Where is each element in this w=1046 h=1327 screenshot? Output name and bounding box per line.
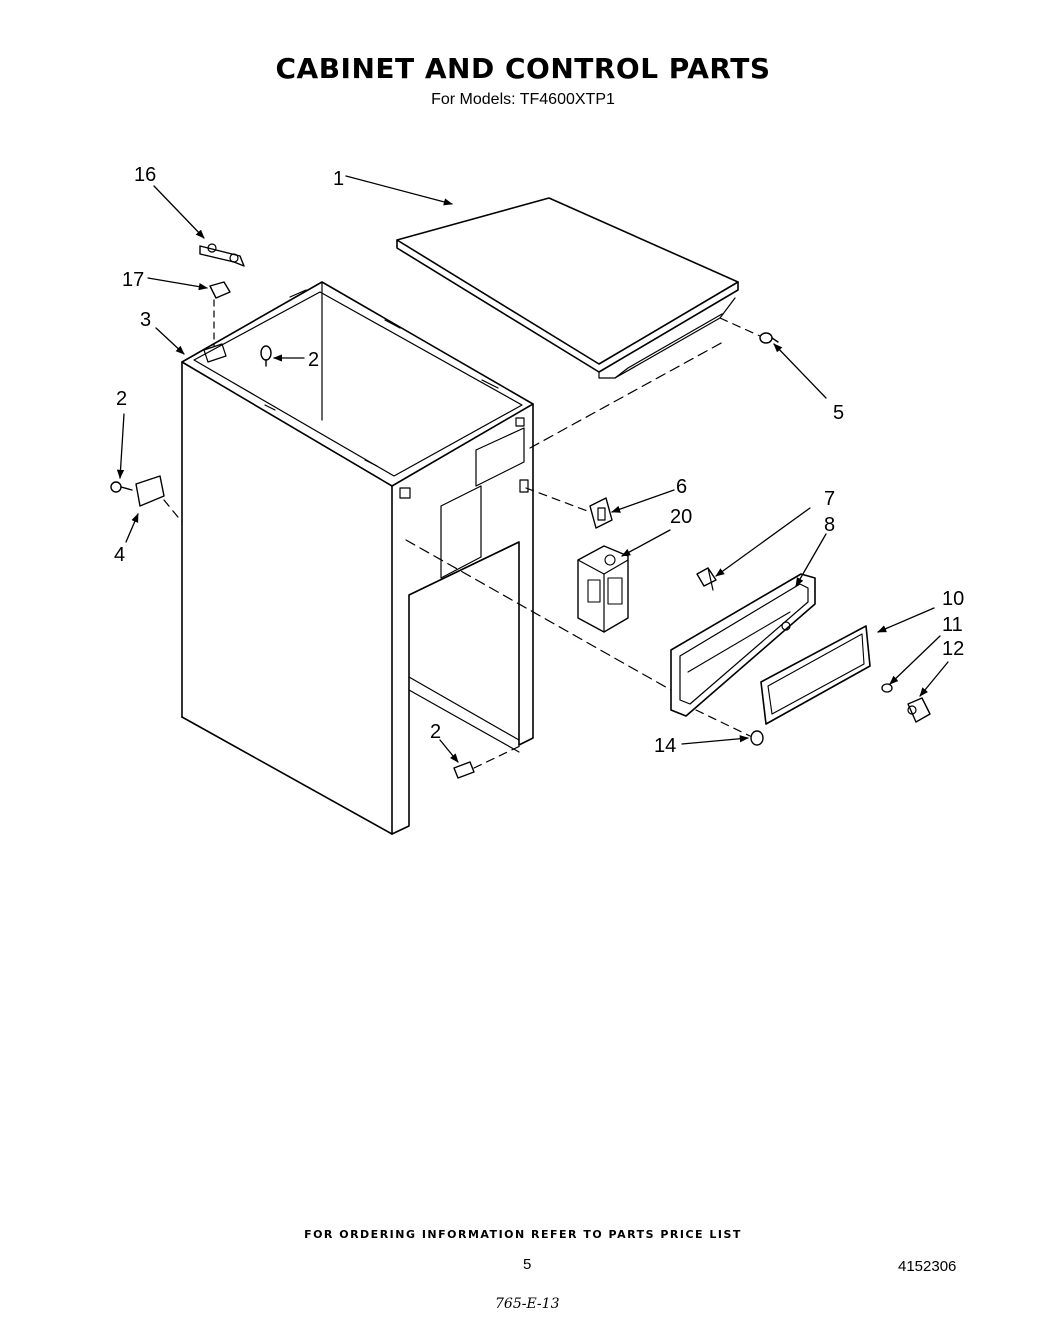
callout-17: 17 — [122, 269, 144, 291]
page-number: 5 — [523, 1256, 532, 1273]
clip-part-17 — [203, 281, 231, 363]
screw-part-2-top — [260, 345, 272, 367]
page-title: CABINET AND CONTROL PARTS — [275, 52, 771, 85]
document-number: 4152306 — [898, 1258, 957, 1275]
switch-part-6 — [525, 487, 613, 529]
cabinet-body — [181, 281, 534, 835]
callout-11: 11 — [942, 614, 963, 636]
callout-10: 10 — [942, 588, 964, 610]
callout-5: 5 — [833, 402, 844, 424]
knob-part-7 — [696, 567, 717, 591]
screw-part-2-left — [110, 481, 133, 493]
callout-2-left: 2 — [116, 388, 127, 410]
panel-insert-part-10 — [760, 625, 871, 725]
callout-12: 12 — [942, 638, 964, 660]
callout-7: 7 — [824, 488, 835, 510]
control-part-20 — [577, 545, 629, 633]
callout-labels: 1 16 17 3 2 2 4 5 6 20 7 8 10 11 12 14 2 — [114, 164, 964, 757]
leader-lines — [116, 175, 949, 763]
callout-14: 14 — [654, 735, 676, 757]
screw-part-14 — [695, 709, 764, 746]
callout-4: 4 — [114, 544, 125, 566]
ordering-note: FOR ORDERING INFORMATION REFER TO PARTS … — [304, 1228, 742, 1241]
screw-part-5 — [759, 332, 779, 344]
handwritten-note: 765-E-13 — [495, 1296, 560, 1312]
knob-part-12 — [907, 697, 931, 723]
callout-16: 16 — [134, 164, 156, 186]
callout-6: 6 — [676, 476, 687, 498]
callout-20: 20 — [670, 506, 692, 528]
callout-3: 3 — [140, 309, 151, 331]
callout-1: 1 — [333, 168, 344, 190]
callout-2-top: 2 — [308, 349, 319, 371]
hinge-part-16 — [199, 243, 245, 267]
bracket-part-4 — [135, 475, 183, 523]
callout-8: 8 — [824, 514, 835, 536]
model-subtitle: For Models: TF4600XTP1 — [431, 91, 615, 108]
callout-2-bottom: 2 — [430, 721, 441, 743]
washer-part-11 — [881, 683, 893, 693]
top-panel — [396, 197, 761, 449]
screw-part-2-bottom — [453, 745, 521, 779]
